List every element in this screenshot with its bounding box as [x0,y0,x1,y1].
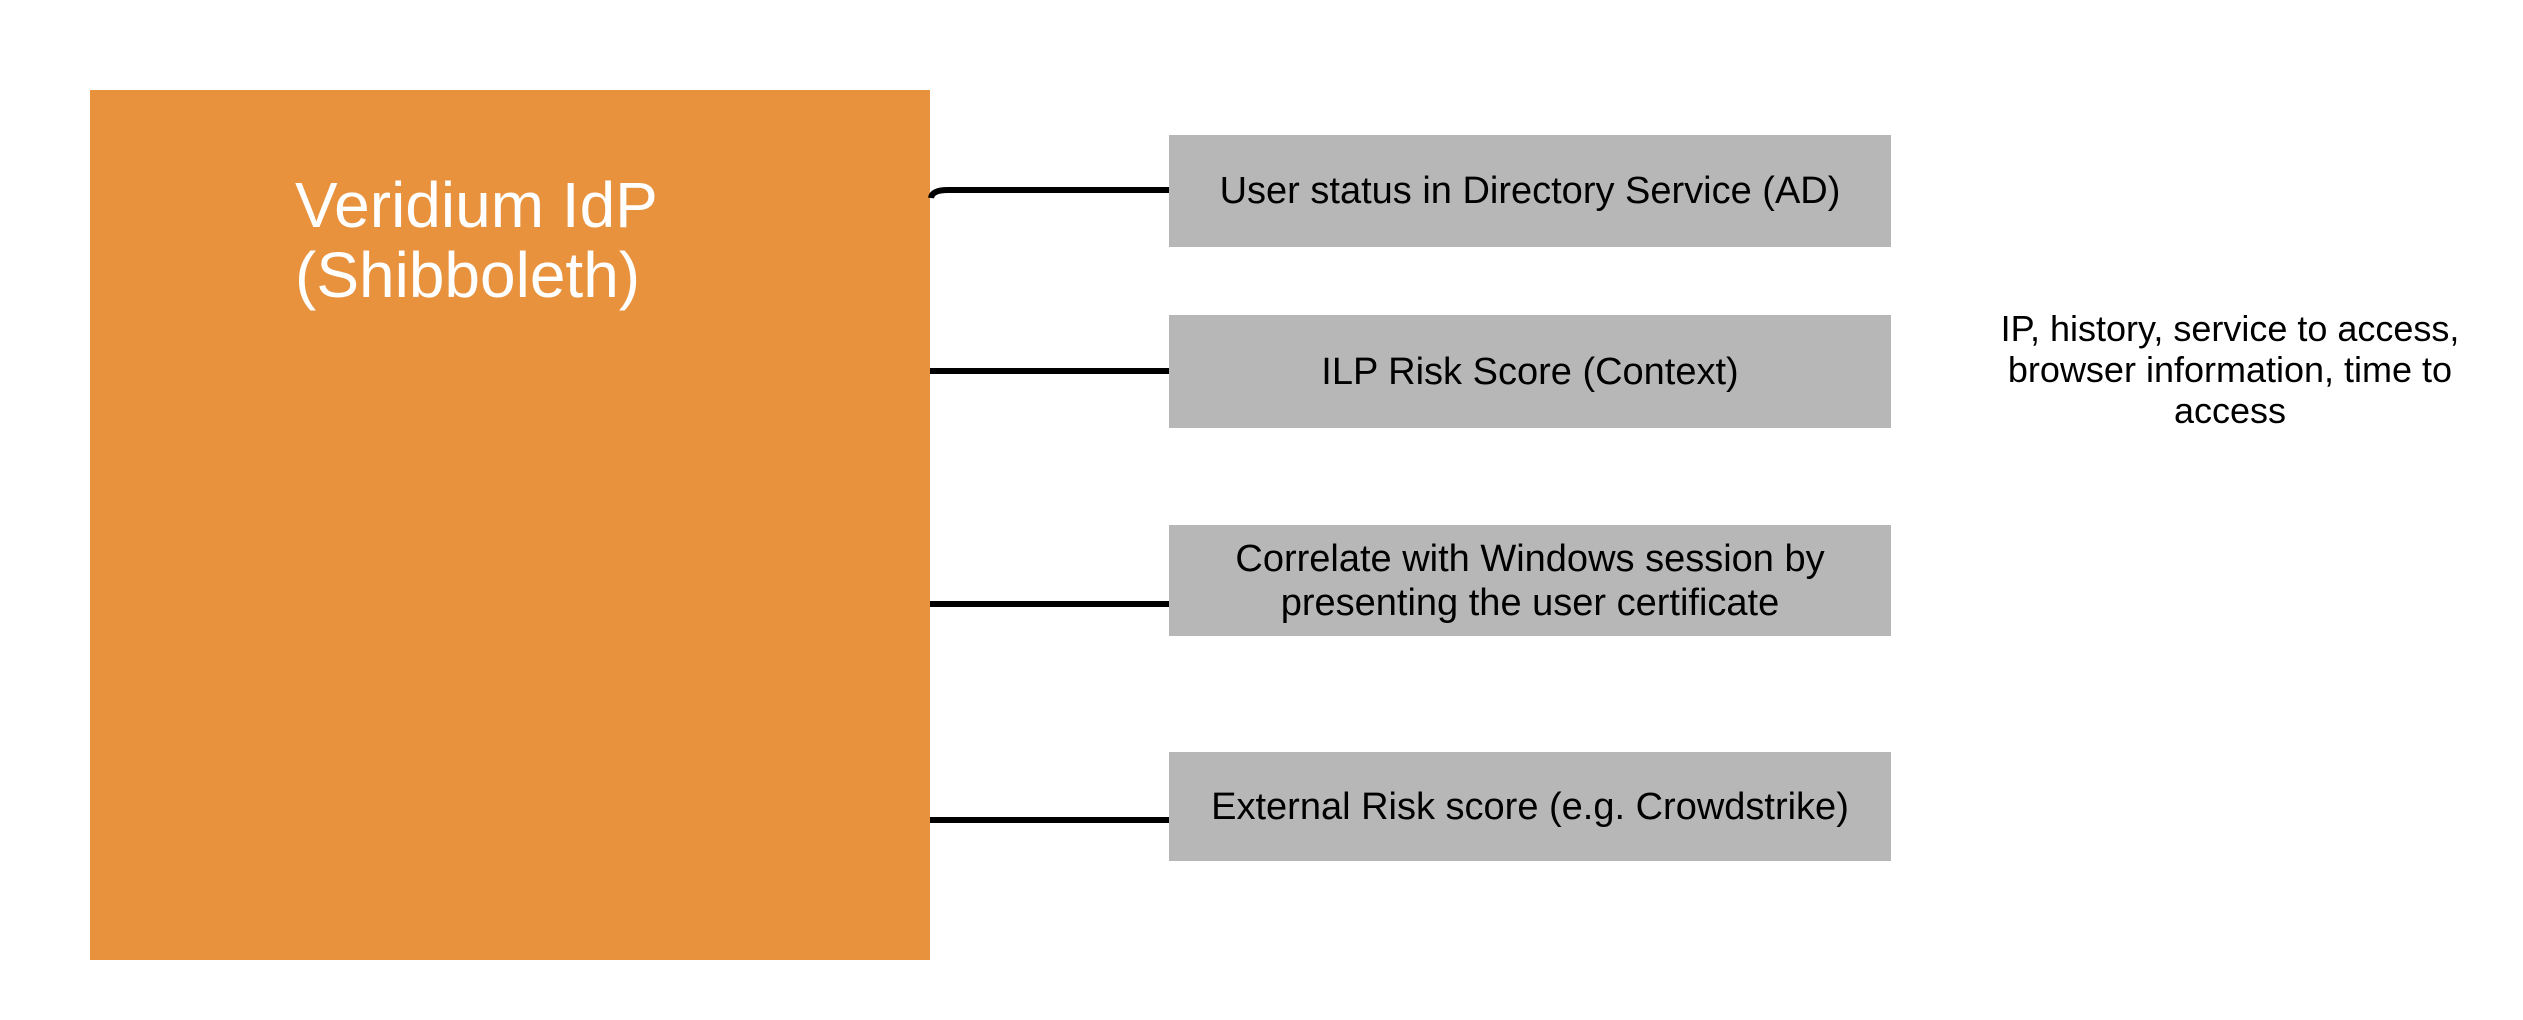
idp-node-label: Veridium IdP (Shibboleth) [295,169,658,311]
connector-line-1 [928,187,1169,199]
context-annotation: IP, history, service to access, browser … [2000,308,2460,431]
idp-node: Veridium IdP (Shibboleth) [90,90,930,960]
factor-node-ilp-risk-score: ILP Risk Score (Context) [1169,315,1891,428]
factor-node-external-risk-score: External Risk score (e.g. Crowdstrike) [1169,752,1891,861]
factor-node-user-status: User status in Directory Service (AD) [1169,135,1891,247]
factor-node-windows-session-correlation: Correlate with Windows session by presen… [1169,525,1891,636]
